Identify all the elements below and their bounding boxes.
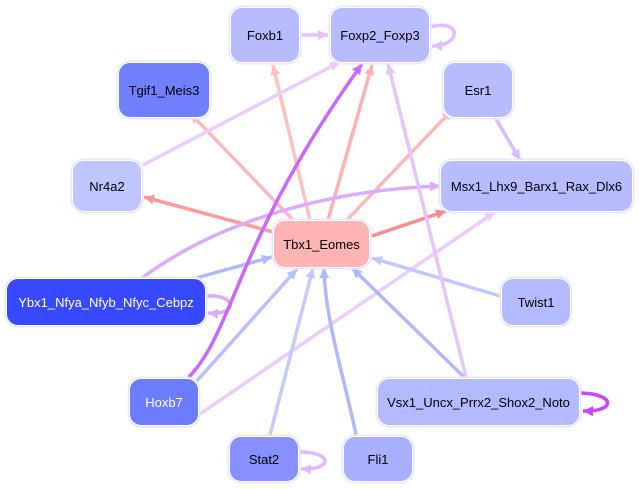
- arrowhead-icon: [429, 181, 440, 192]
- edge: [193, 267, 299, 385]
- edge: [386, 63, 468, 378]
- edge: [371, 209, 447, 238]
- arrowhead-icon: [510, 148, 520, 160]
- edge: [186, 62, 364, 380]
- arrowhead-icon: [144, 194, 155, 205]
- arrowhead-icon: [364, 65, 375, 76]
- arrowhead-icon: [483, 212, 495, 222]
- arrowhead-icon: [583, 406, 594, 417]
- edge: [299, 450, 327, 471]
- node-tgif1[interactable]: Tgif1_Meis3: [118, 62, 210, 118]
- node-label: Foxp2_Foxp3: [340, 27, 420, 43]
- node-fli1[interactable]: Fli1: [343, 436, 413, 482]
- edge: [350, 266, 466, 379]
- edge: [326, 64, 374, 221]
- arrowhead-icon: [305, 268, 316, 279]
- arrowhead-icon: [208, 308, 219, 319]
- node-foxb1[interactable]: Foxb1: [230, 7, 300, 63]
- arrowhead-icon: [352, 64, 362, 76]
- edge: [143, 195, 274, 234]
- arrowhead-icon: [328, 62, 340, 72]
- node-label: Tbx1_Eomes: [283, 236, 360, 252]
- node-twist1[interactable]: Twist1: [501, 278, 571, 326]
- arrowhead-icon: [261, 254, 272, 265]
- node-label: Fli1: [367, 451, 389, 467]
- arrowhead-icon: [432, 40, 443, 51]
- arrowhead-icon: [319, 268, 330, 279]
- node-label: Foxb1: [246, 27, 284, 43]
- arrowhead-icon: [385, 64, 396, 75]
- node-label: Hoxb7: [145, 394, 183, 410]
- edge: [195, 255, 273, 280]
- arrowhead-icon: [318, 30, 328, 40]
- node-vsx1[interactable]: Vsx1_Uncx_Prrx2_Shox2_Noto: [377, 378, 580, 426]
- arrowhead-icon: [352, 268, 363, 279]
- edge: [268, 267, 315, 436]
- edge: [371, 256, 501, 298]
- node-label: Ybx1_Nfya_Nfyb_Nfyc_Cebpz: [18, 294, 194, 310]
- node-stat2[interactable]: Stat2: [229, 436, 299, 482]
- edge: [199, 210, 496, 416]
- edge: [140, 184, 441, 280]
- node-label: Esr1: [464, 82, 492, 98]
- node-label: Vsx1_Uncx_Prrx2_Shox2_Noto: [387, 394, 570, 410]
- edge: [188, 111, 297, 224]
- node-label: Nr4a2: [89, 178, 125, 194]
- edge: [271, 64, 312, 221]
- node-foxp2[interactable]: Foxp2_Foxp3: [330, 7, 430, 63]
- edge: [343, 108, 454, 224]
- arrowhead-icon: [372, 256, 384, 266]
- node-msx1[interactable]: Msx1_Lhx9_Barx1_Rax_Dlx6: [440, 160, 633, 212]
- node-label: Twist1: [517, 294, 555, 310]
- node-label: Tgif1_Meis3: [128, 82, 200, 98]
- node-esr1[interactable]: Esr1: [443, 62, 513, 118]
- edge: [580, 391, 610, 413]
- edge: [322, 267, 358, 436]
- arrowhead-icon: [434, 209, 446, 219]
- arrowhead-icon: [286, 269, 297, 280]
- node-hoxb7[interactable]: Hoxb7: [129, 378, 199, 426]
- node-nr4a2[interactable]: Nr4a2: [72, 160, 142, 212]
- node-ybx1[interactable]: Ybx1_Nfya_Nfyb_Nfyc_Cebpz: [6, 278, 206, 326]
- node-tbx1[interactable]: Tbx1_Eomes: [273, 220, 370, 268]
- node-label: Stat2: [248, 451, 280, 467]
- arrowhead-icon: [301, 464, 312, 475]
- arrowhead-icon: [270, 65, 281, 76]
- edge: [142, 60, 341, 167]
- node-label: Msx1_Lhx9_Barx1_Rax_Dlx6: [450, 178, 623, 194]
- edge: [429, 23, 456, 48]
